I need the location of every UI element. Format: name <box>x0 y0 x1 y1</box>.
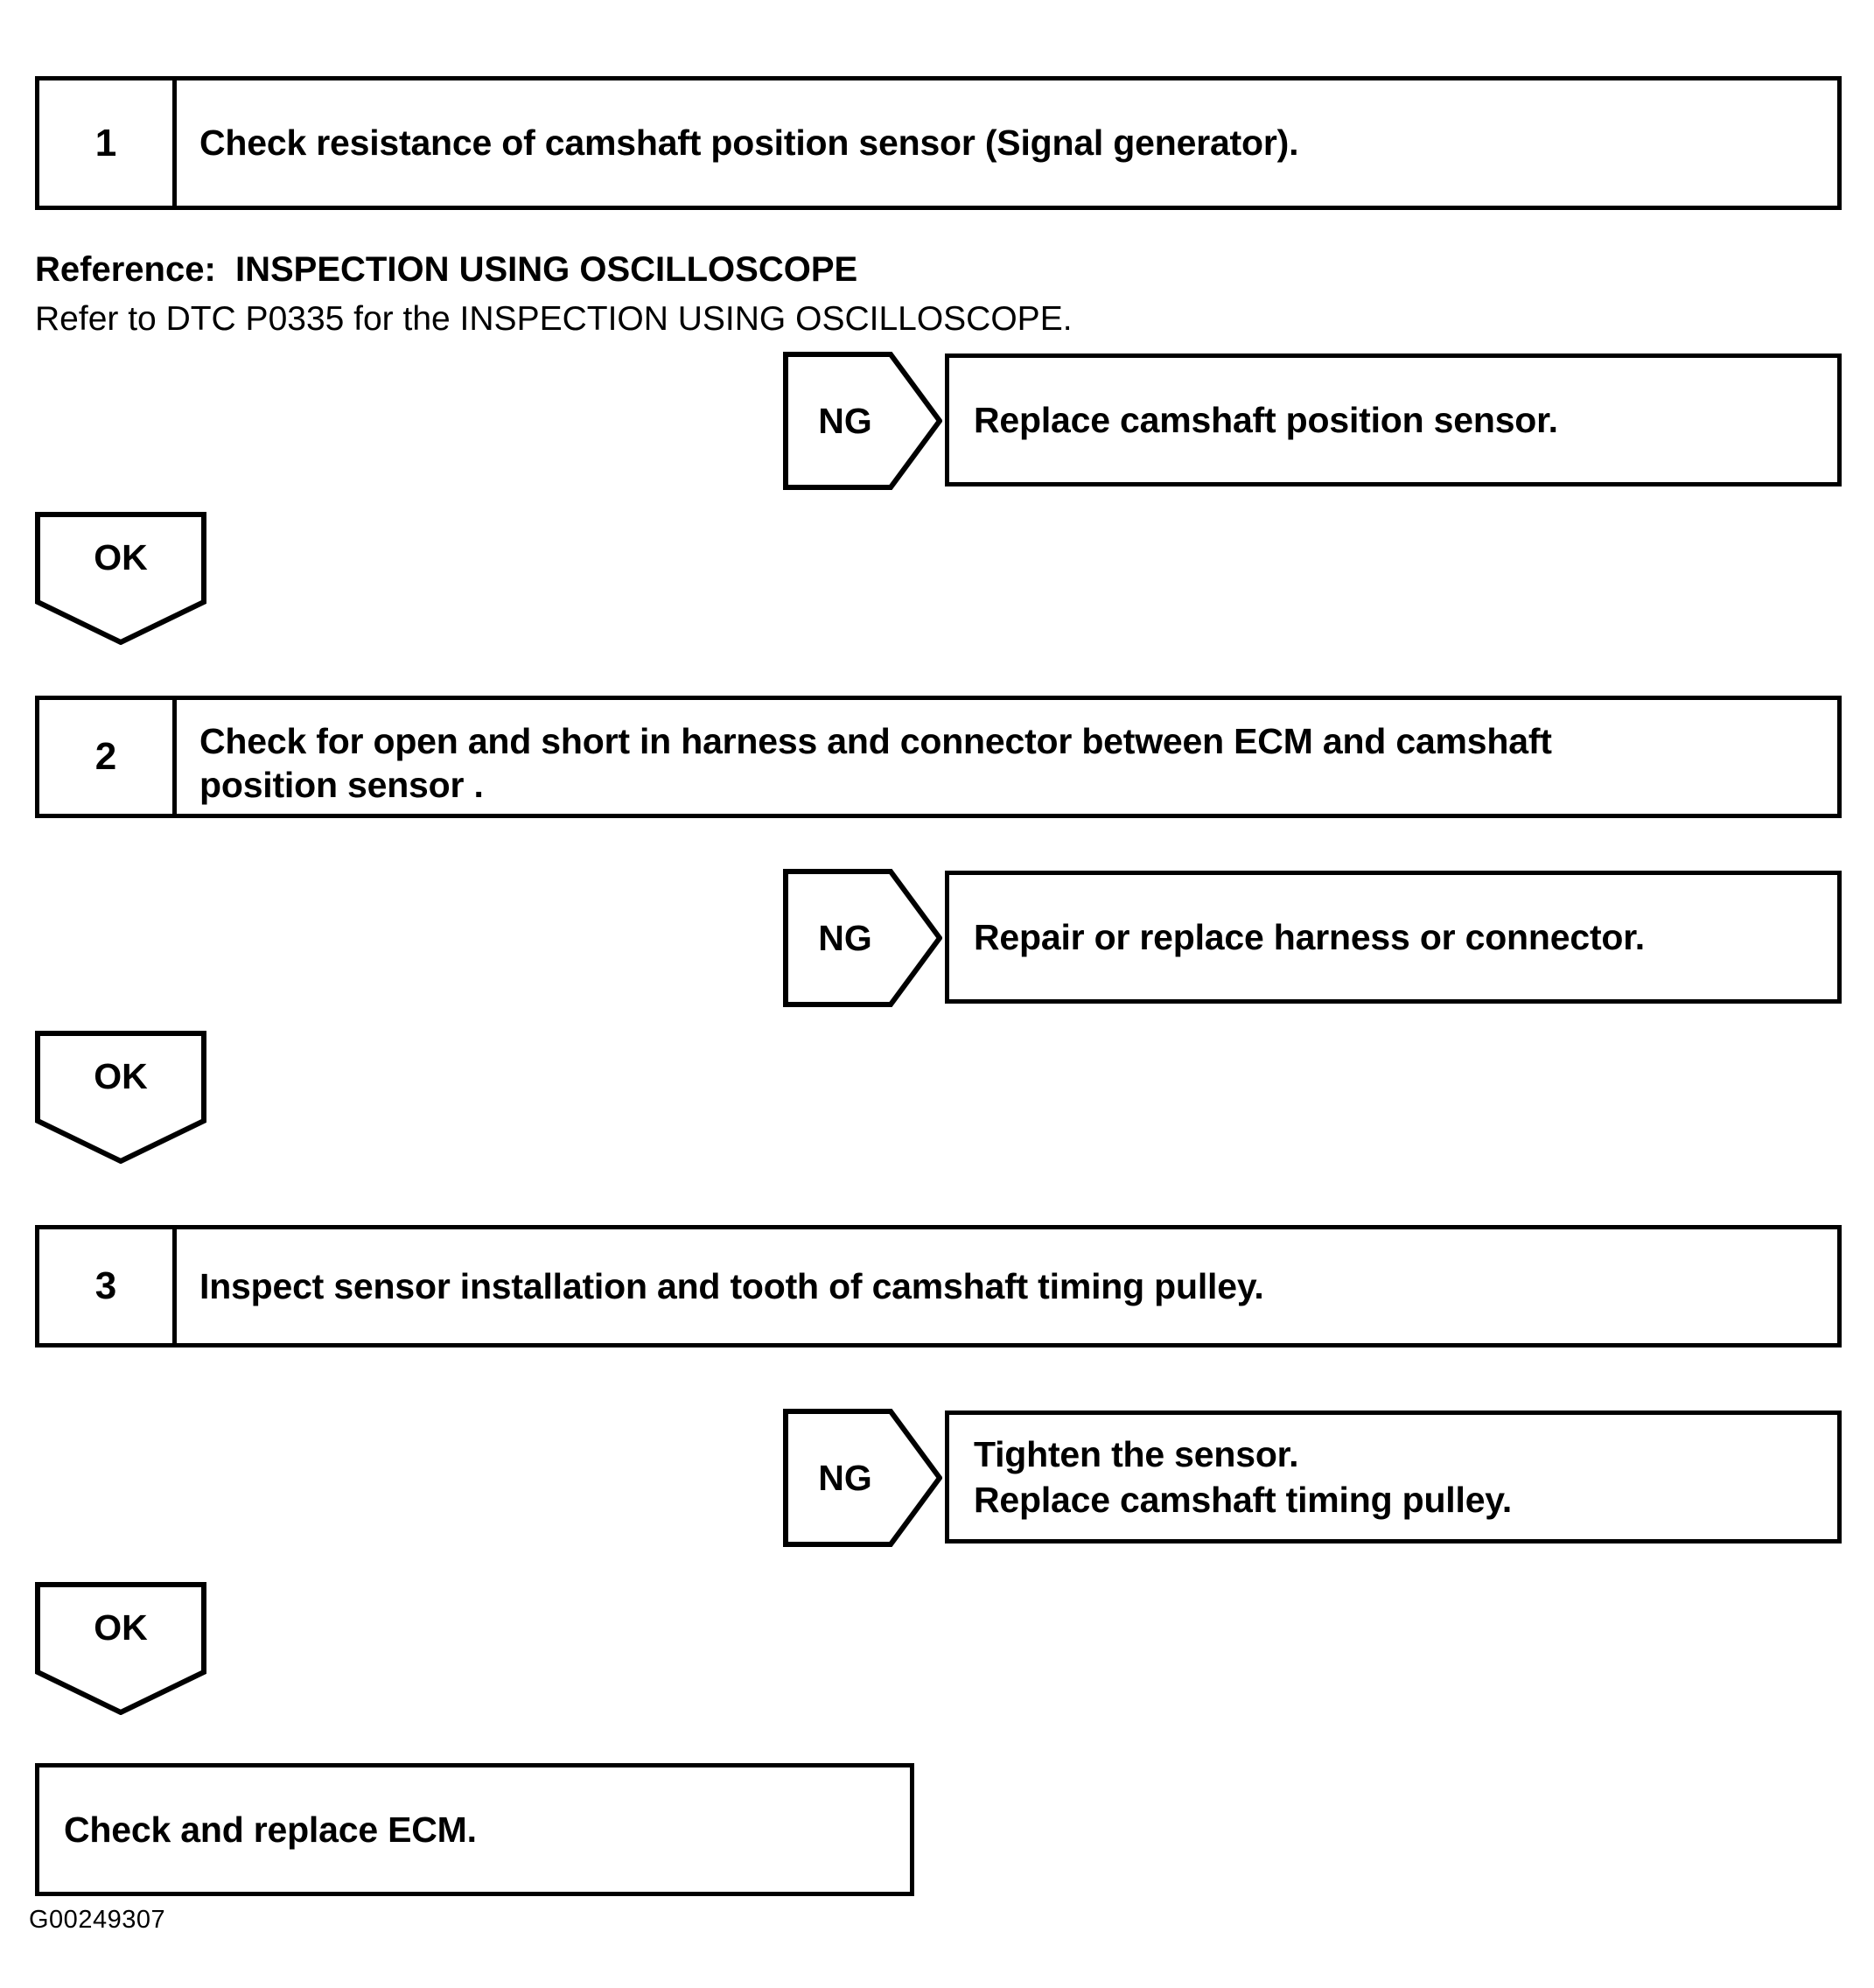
ok-label-3: OK <box>94 1606 148 1648</box>
pentagon-down-icon <box>35 512 206 645</box>
reference-body: Refer to DTC P0335 for the INSPECTION US… <box>35 300 1073 338</box>
ng-result-text-3-line1: Tighten the sensor. <box>974 1433 1299 1474</box>
ok-arrow-2: OK <box>35 1031 206 1164</box>
ng-result-box-1: Replace camshaft position sensor. <box>945 354 1842 486</box>
step-instruction-1: Check resistance of camshaft position se… <box>199 122 1299 164</box>
reference-block: Reference: INSPECTION USING OSCILLOSCOPE… <box>35 247 1347 342</box>
pentagon-right-icon <box>783 1409 942 1547</box>
ng-result-box-3: Tighten the sensor. Replace camshaft tim… <box>945 1410 1842 1544</box>
ng-label-1: NG <box>818 400 872 441</box>
ok-arrow-3: OK <box>35 1582 206 1715</box>
ng-result-text-3-line2: Replace camshaft timing pulley. <box>974 1480 1513 1520</box>
ng-arrow-3: NG <box>783 1409 942 1547</box>
step-number-1: 1 <box>39 80 177 206</box>
step-instruction-3: Inspect sensor installation and tooth of… <box>199 1265 1264 1306</box>
ng-result-text-3: Tighten the sensor. Replace camshaft tim… <box>974 1432 1512 1523</box>
ng-label-3: NG <box>818 1457 872 1498</box>
pentagon-right-icon <box>783 869 942 1007</box>
step-instruction-2: Check for open and short in harness and … <box>177 700 1837 814</box>
step-box-2: 2 Check for open and short in harness an… <box>35 696 1842 818</box>
final-action-text: Check and replace ECM. <box>64 1809 477 1850</box>
ok-label-2: OK <box>94 1055 148 1096</box>
ng-arrow-1: NG <box>783 352 942 490</box>
final-action-box: Check and replace ECM. <box>35 1763 914 1896</box>
ok-label-1: OK <box>94 536 148 578</box>
ng-result-text-1: Replace camshaft position sensor. <box>974 399 1558 440</box>
step-instruction-2-line1: Check for open and short in harness and … <box>199 721 1552 761</box>
step-box-3: 3 Inspect sensor installation and tooth … <box>35 1225 1842 1348</box>
ng-label-2: NG <box>818 917 872 958</box>
pentagon-down-icon <box>35 1031 206 1164</box>
ng-arrow-2: NG <box>783 869 942 1007</box>
ng-result-text-2: Repair or replace harness or connector. <box>974 916 1645 957</box>
reference-heading: Reference: INSPECTION USING OSCILLOSCOPE <box>35 250 858 289</box>
figure-code: G00249307 <box>29 1906 166 1934</box>
pentagon-down-icon <box>35 1582 206 1715</box>
step-number-2: 2 <box>39 700 177 814</box>
pentagon-right-icon <box>783 352 942 490</box>
step-instruction-2-line2: position sensor . <box>199 765 484 806</box>
ok-arrow-1: OK <box>35 512 206 645</box>
step-number-3: 3 <box>39 1229 177 1343</box>
ng-result-box-2: Repair or replace harness or connector. <box>945 871 1842 1004</box>
step-box-1: 1 Check resistance of camshaft position … <box>35 76 1842 210</box>
